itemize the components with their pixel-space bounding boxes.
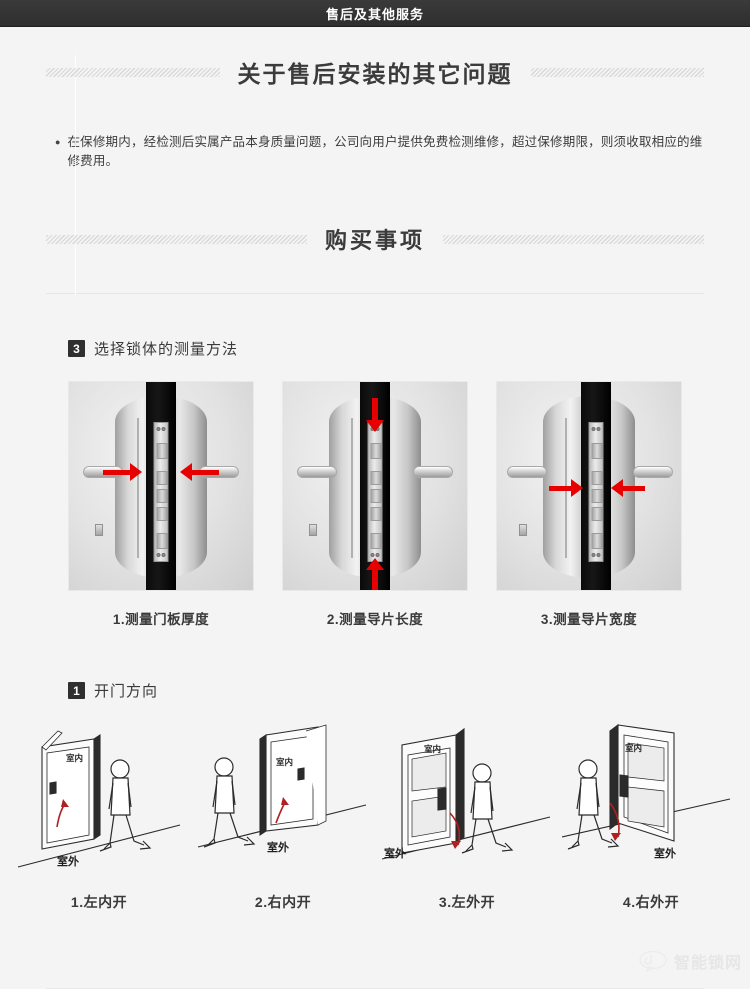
door-caption: 2.右内开: [254, 894, 312, 910]
door-diagram-svg: 室内 室外: [197, 724, 367, 854]
door-diagram-svg: 室内 室外: [561, 723, 731, 860]
watermark-text: 智能锁网: [673, 955, 742, 972]
section-divider: [46, 293, 704, 294]
section-heading-after-sales: 关于售后安装的其它问题: [0, 55, 750, 89]
outdoor-label: 室外: [267, 840, 289, 854]
door-caption: 4.右外开: [622, 894, 680, 910]
door-diagram-svg: 室内 室外: [17, 730, 181, 868]
door-direction-gallery: 室内 室外 1.左内开: [0, 717, 750, 912]
door-caption: 3.左外开: [438, 894, 496, 910]
hatched-rule-right: [530, 67, 704, 77]
lock-handle-right: [633, 466, 673, 478]
watermark: 智能锁网: [638, 949, 742, 973]
measure-arrow-left: [549, 479, 583, 497]
door-figure-right-outward: 室内 室外: [561, 717, 740, 882]
lock-measure-item: 1.测量门板厚度: [68, 381, 254, 628]
subheading-door-direction: 1 开门方向: [0, 680, 750, 701]
indoor-label: 室内: [66, 753, 83, 763]
warranty-bullet-row: ● 在保修期内，经检测后实属产品本身质量问题，公司向用户提供免费检测维修，超过保…: [0, 133, 750, 171]
hatched-rule-left: [46, 67, 220, 77]
subheading-label: 选择锁体的测量方法: [94, 341, 239, 358]
lock-faceplate: [367, 422, 383, 562]
lock-knob: [519, 524, 527, 536]
lock-handle-left: [297, 466, 337, 478]
door-caption: 1.左内开: [70, 894, 128, 910]
warranty-text: 在保修期内，经检测后实属产品本身质量问题，公司向用户提供免费检测维修，超过保修期…: [67, 135, 703, 168]
top-bar: 售后及其他服务: [0, 0, 750, 27]
door-direction-item: 室内 室外 2.右内开: [194, 717, 372, 912]
section-title: 关于售后安装的其它问题: [237, 61, 513, 87]
measure-arrow-bottom: [366, 558, 384, 590]
measure-arrow-right: [611, 479, 645, 497]
lock-photo-strip-length: [282, 381, 468, 591]
lock-caption: 2.测量导片长度: [326, 612, 424, 627]
lock-measure-gallery: 1.测量门板厚度: [0, 381, 750, 628]
lock-faceplate: [153, 422, 169, 562]
lock-knob: [309, 524, 317, 536]
lock-knob: [95, 524, 103, 536]
hatched-rule-left: [46, 234, 307, 244]
chat-bubble-logo-icon: [639, 950, 667, 972]
indoor-label: 室内: [276, 757, 293, 767]
lock-photo-strip-width: [496, 381, 682, 591]
subheading-label: 开门方向: [94, 683, 159, 700]
measure-arrow-top: [366, 398, 384, 432]
lock-photo-door-thickness: [68, 381, 254, 591]
lock-faceplate: [588, 422, 604, 562]
outdoor-label: 室外: [384, 846, 406, 860]
indoor-label: 室内: [424, 744, 441, 754]
door-figure-left-inward: 室内 室外: [10, 717, 188, 882]
lock-measure-item: 3.测量导片宽度: [496, 381, 682, 628]
outdoor-label: 室外: [654, 846, 676, 860]
door-figure-left-outward: 室内 室外: [378, 717, 556, 882]
lock-caption: 3.测量导片宽度: [540, 612, 638, 627]
door-figure-right-inward: 室内 室外: [194, 717, 372, 882]
indoor-label: 室内: [625, 743, 642, 753]
door-direction-item: 室内 室外 4.右外开: [561, 717, 740, 912]
bullet-dot-icon: ●: [55, 137, 61, 147]
lock-handle-right: [413, 466, 453, 478]
measure-arrow-left: [103, 463, 142, 481]
subheading-lock-measure: 3 选择锁体的测量方法: [0, 338, 750, 359]
outdoor-label: 室外: [57, 854, 79, 868]
top-bar-title: 售后及其他服务: [325, 7, 424, 22]
section-heading-purchase-notes: 购买事项: [0, 223, 750, 255]
door-direction-item: 室内 室外 3.左外开: [378, 717, 556, 912]
door-direction-item: 室内 室外 1.左内开: [10, 717, 188, 912]
step-badge: 1: [68, 682, 85, 699]
measure-arrow-right: [180, 463, 219, 481]
hatched-rule-right: [443, 234, 705, 244]
lock-measure-item: 2.测量导片长度: [282, 381, 468, 628]
step-badge: 3: [68, 340, 85, 357]
lock-handle-left: [507, 466, 547, 478]
section-title: 购买事项: [325, 228, 426, 253]
page-content: 关于售后安装的其它问题 ● 在保修期内，经检测后实属产品本身质量问题，公司向用户…: [0, 55, 750, 989]
door-diagram-svg: 室内 室外: [381, 727, 551, 860]
lock-caption: 1.测量门板厚度: [112, 612, 210, 627]
